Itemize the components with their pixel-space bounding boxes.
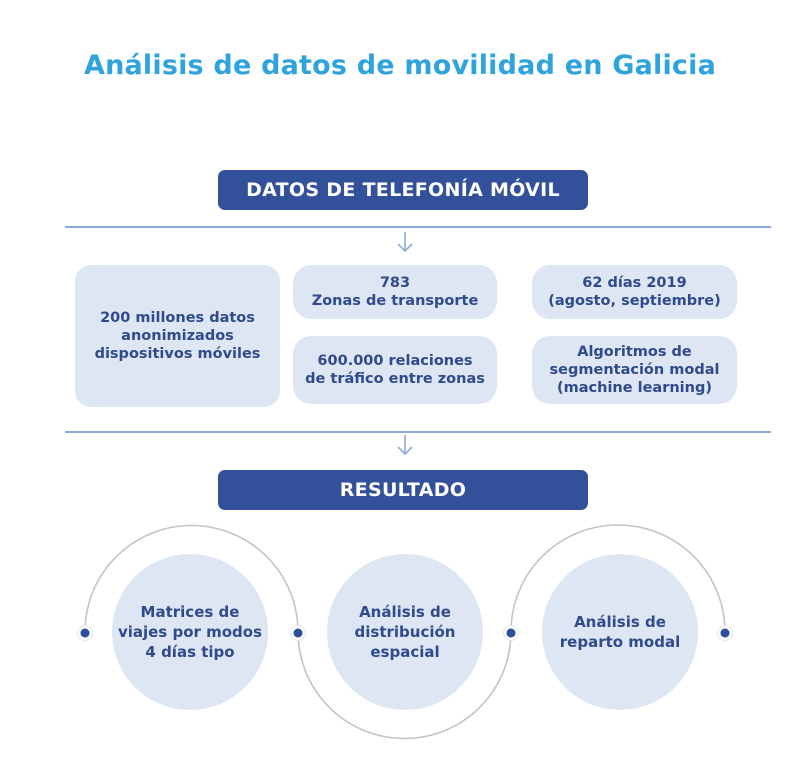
result-circle-modal-split: Análisis de reparto modal bbox=[542, 554, 698, 710]
dot-icon bbox=[290, 625, 306, 641]
divider-bottom bbox=[65, 431, 771, 433]
input-card-days: 62 días 2019 (agosto, septiembre) bbox=[532, 265, 737, 319]
section-header-result-label: RESULTADO bbox=[339, 479, 467, 501]
arc-top-right bbox=[510, 524, 726, 633]
input-card-zones: 783 Zonas de transporte bbox=[293, 265, 497, 319]
dot-icon bbox=[503, 625, 519, 641]
dot-icon bbox=[717, 625, 733, 641]
result-circle-distribution-text: Análisis de distribución espacial bbox=[354, 603, 456, 661]
arrow-down-icon bbox=[397, 232, 413, 253]
result-circle-distribution: Análisis de distribución espacial bbox=[327, 554, 483, 710]
input-card-relations: 600.000 relaciones de tráfico entre zona… bbox=[293, 336, 497, 404]
section-header-input: DATOS DE TELEFONÍA MÓVIL bbox=[218, 170, 588, 210]
input-card-devices: 200 millones datos anonimizados disposit… bbox=[75, 265, 280, 407]
input-card-algorithms-text: Algoritmos de segmentación modal (machin… bbox=[549, 344, 720, 396]
section-header-result: RESULTADO bbox=[218, 470, 588, 510]
result-circle-matrices: Matrices de viajes por modos 4 días tipo bbox=[112, 554, 268, 710]
input-card-relations-text: 600.000 relaciones de tráfico entre zona… bbox=[305, 353, 485, 387]
result-circle-modal-split-text: Análisis de reparto modal bbox=[559, 613, 681, 651]
input-card-days-text: 62 días 2019 (agosto, septiembre) bbox=[548, 275, 721, 309]
input-card-zones-text: 783 Zonas de transporte bbox=[311, 275, 479, 309]
input-card-devices-text: 200 millones datos anonimizados disposit… bbox=[94, 310, 261, 362]
page-title: Análisis de datos de movilidad en Galici… bbox=[83, 50, 717, 81]
section-header-input-label: DATOS DE TELEFONÍA MÓVIL bbox=[246, 179, 560, 201]
arc-top-left bbox=[84, 524, 299, 633]
input-card-algorithms: Algoritmos de segmentación modal (machin… bbox=[532, 336, 737, 404]
arrow-down-icon bbox=[397, 435, 413, 456]
divider-top bbox=[65, 226, 771, 228]
result-circle-matrices-text: Matrices de viajes por modos 4 días tipo bbox=[117, 603, 263, 661]
arc-bottom-middle bbox=[297, 631, 512, 740]
dot-icon bbox=[77, 625, 93, 641]
